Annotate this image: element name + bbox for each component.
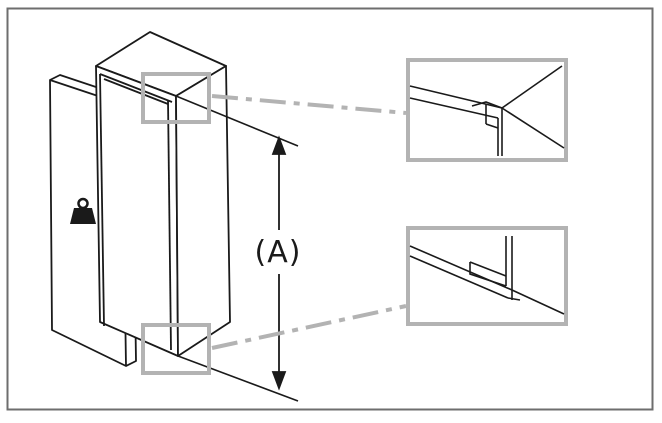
dimension-label: (A) — [254, 234, 302, 270]
weight-icon — [70, 197, 96, 224]
top-detail-zoom — [406, 58, 568, 162]
bottom-detail-zoom — [406, 226, 568, 326]
appliance-cabinet — [95, 31, 231, 357]
height-reference-lines — [175, 95, 299, 402]
dimension-arrow — [271, 135, 287, 391]
top-highlight-box — [141, 72, 211, 124]
bottom-highlight-box — [141, 323, 211, 375]
leader-lines — [211, 94, 407, 350]
